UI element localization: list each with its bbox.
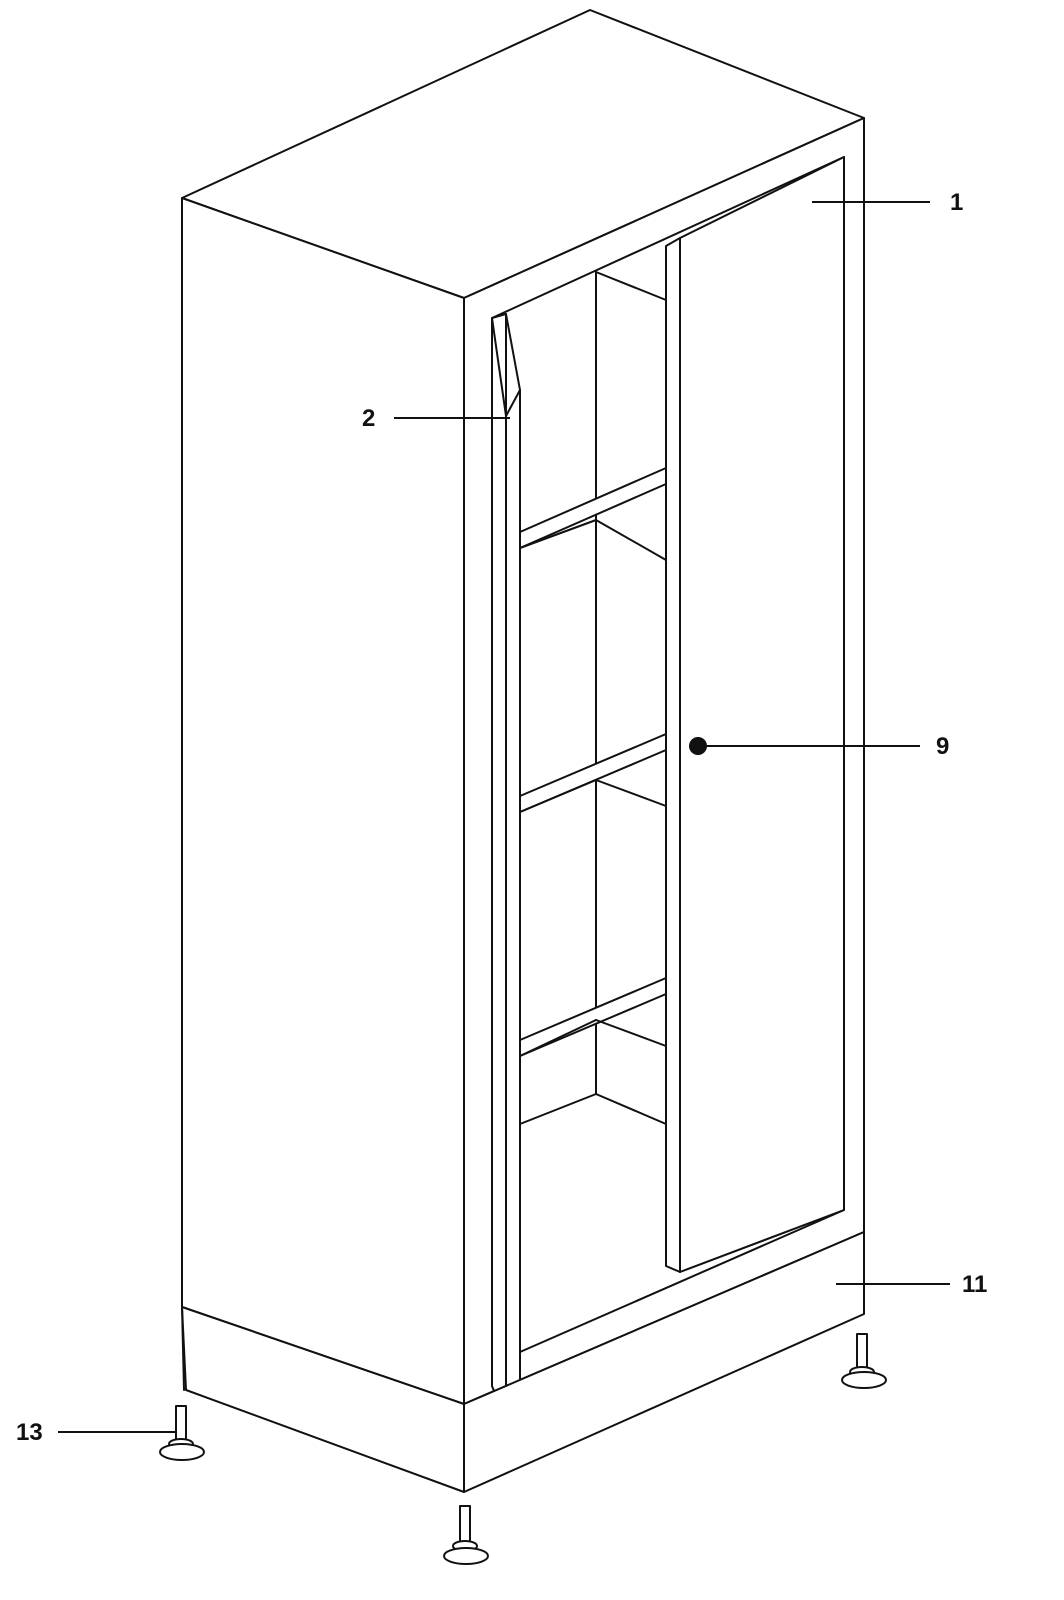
- callout-1: 1: [812, 189, 963, 216]
- callout-9-label: 9: [936, 733, 949, 760]
- callout-9: 9: [698, 733, 949, 760]
- center-divider-strip: [665, 237, 681, 1273]
- callout-11: 11: [836, 1271, 987, 1298]
- callout-2-label: 2: [362, 405, 375, 432]
- cabinet-interior: [491, 156, 845, 1353]
- callout-2: 2: [362, 405, 510, 432]
- callout-13: 13: [16, 1419, 176, 1446]
- callout-1-label: 1: [950, 189, 963, 216]
- callout-11-label: 11: [962, 1271, 987, 1298]
- leveling-foot-left: [159, 1405, 205, 1461]
- leveling-foot-right: [841, 1333, 887, 1389]
- cabinet-plinth: [181, 1231, 865, 1493]
- left-door: [491, 313, 521, 1425]
- right-door: [665, 156, 845, 1273]
- plinth-front-face: [463, 1231, 865, 1493]
- cabinet-left-side-panel: [181, 197, 465, 1405]
- leveling-foot-front: [443, 1505, 489, 1565]
- right-door-panel: [679, 156, 845, 1273]
- callout-13-label: 13: [16, 1419, 43, 1446]
